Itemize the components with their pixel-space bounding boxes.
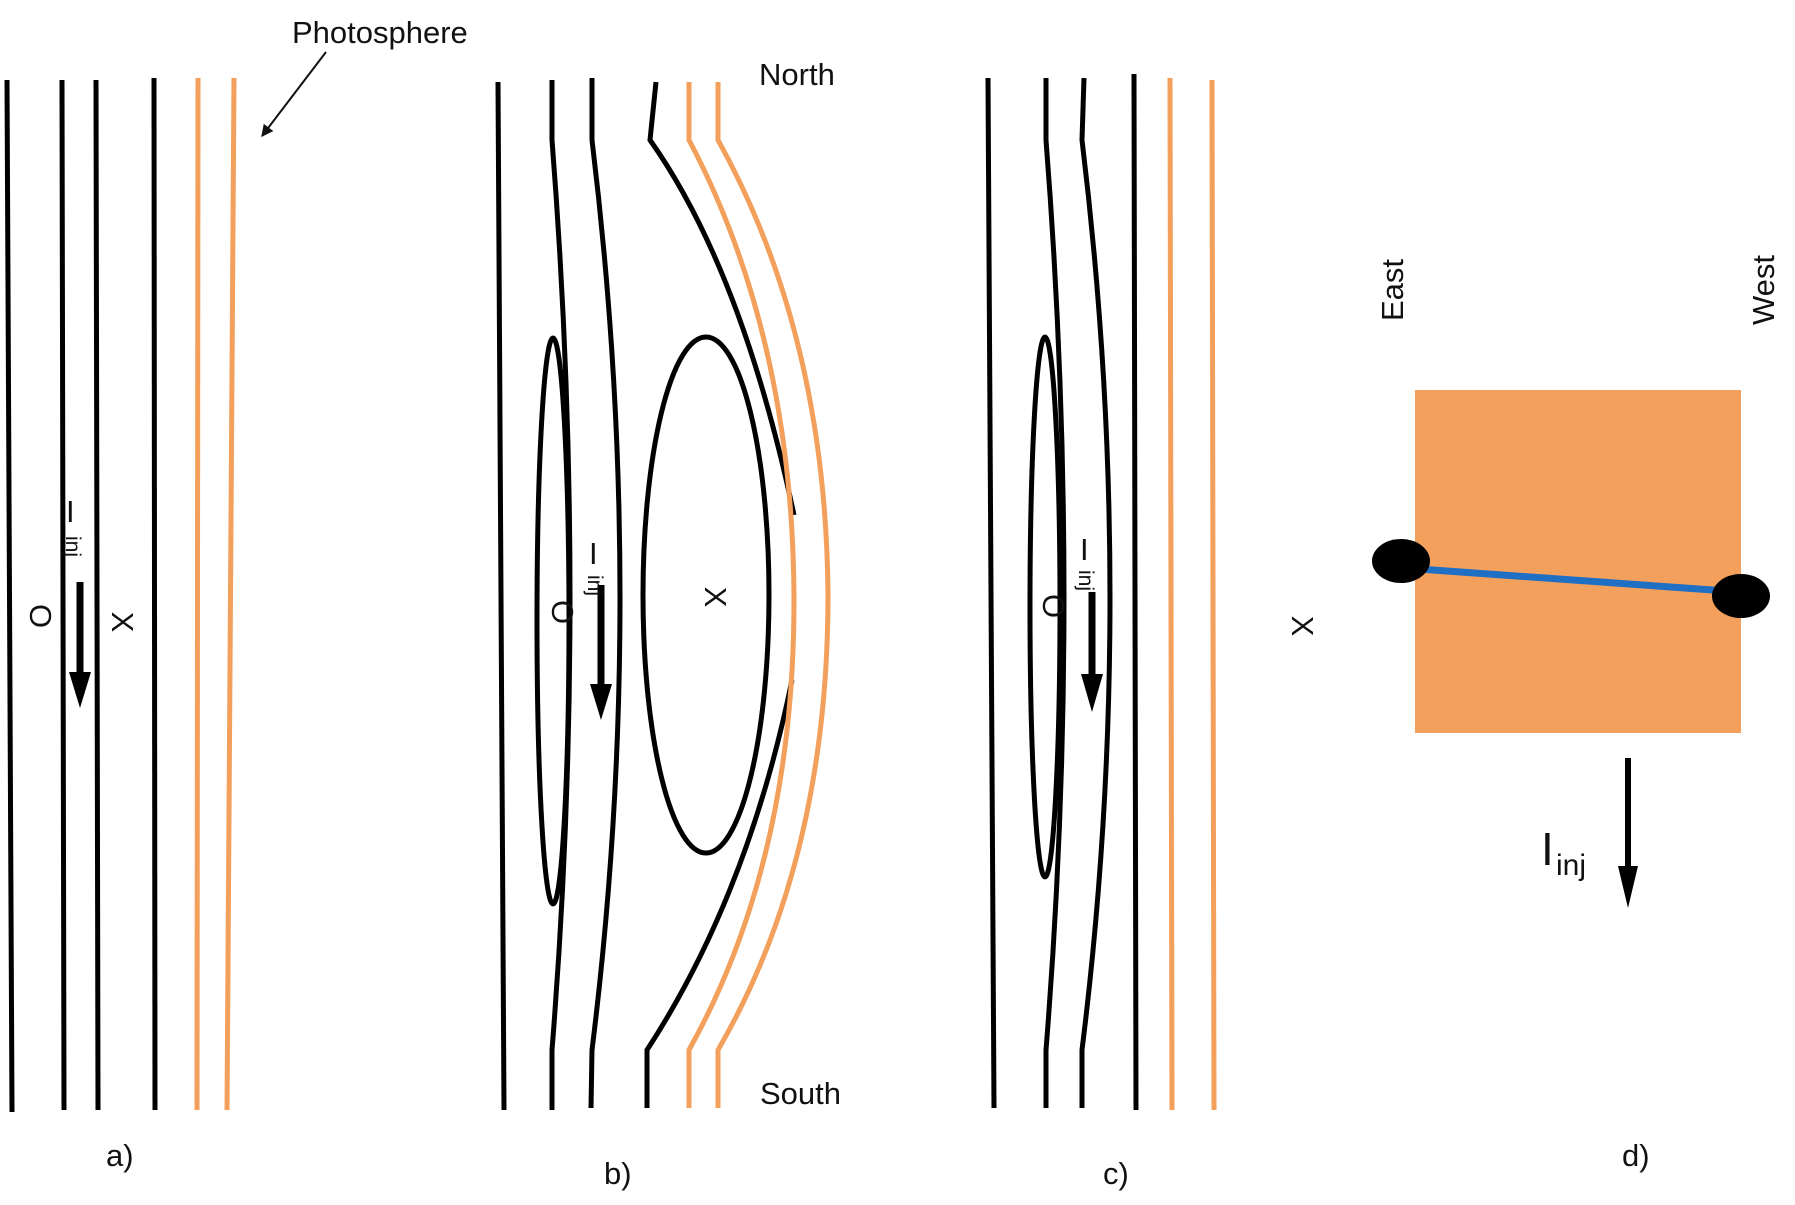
panel-caption-c: c): [1103, 1156, 1129, 1191]
x-point-label: X: [1285, 616, 1320, 637]
x-point-label: X: [105, 612, 140, 633]
south-label: South: [760, 1076, 841, 1111]
o-point-label: O: [23, 604, 58, 628]
current-arrow-head: [69, 672, 91, 708]
panel-caption-a: a): [106, 1138, 134, 1173]
west-label: West: [1746, 255, 1781, 325]
flux-rope-loop-small: [534, 335, 572, 907]
o-point-label: O: [1036, 594, 1071, 618]
field-line: [59, 79, 67, 1111]
field-line: [985, 77, 997, 1109]
field-line: [644, 679, 795, 1108]
field-line: [4, 79, 15, 1113]
photosphere-patch: [1415, 390, 1741, 733]
current-label-main: I: [1541, 823, 1554, 875]
flux-rope-loop-small: [1027, 334, 1063, 880]
east-label: East: [1375, 259, 1410, 321]
field-line: [1043, 78, 1067, 1108]
current-label-sub: inj: [583, 575, 606, 596]
panel-b: I inj O X North South b): [495, 57, 841, 1191]
current-arrow-head: [1081, 674, 1103, 712]
current-label-sub: inj: [61, 536, 84, 557]
photosphere-line: [224, 77, 237, 1111]
field-line: [588, 78, 623, 1109]
north-label: North: [759, 57, 835, 92]
field-line: [1079, 77, 1113, 1108]
flux-rope-loop-large: [640, 334, 772, 856]
current-wire: [1404, 564, 1742, 596]
field-line: [647, 81, 797, 516]
field-line: [93, 79, 101, 1111]
current-label-main: I: [66, 494, 75, 529]
current-arrow-head: [1618, 866, 1638, 908]
x-point-label: X: [698, 587, 733, 608]
sunspot-east: [1372, 539, 1430, 583]
current-label-sub: inj: [1556, 849, 1586, 882]
photosphere-pointer-arrow: [261, 51, 327, 137]
panel-a: Photosphere I inj O X a): [4, 15, 468, 1173]
field-line: [495, 81, 507, 1111]
field-line: [151, 77, 158, 1111]
photosphere-line: [1209, 79, 1217, 1111]
current-label-main: I: [1080, 532, 1089, 567]
current-label-sub: inj: [1074, 570, 1097, 591]
panel-caption-d: d): [1622, 1138, 1650, 1173]
photosphere-line: [715, 82, 831, 1108]
photosphere-line: [686, 82, 797, 1108]
photosphere-label: Photosphere: [292, 15, 468, 50]
panel-c: I inj O X c): [985, 73, 1320, 1191]
panel-d: East West I inj d): [1372, 255, 1781, 1173]
field-line: [1131, 73, 1139, 1111]
sunspot-west: [1712, 574, 1770, 618]
current-label-main: I: [589, 536, 598, 571]
photosphere-line: [194, 77, 201, 1111]
panel-caption-b: b): [604, 1156, 632, 1191]
o-point-label: O: [545, 600, 580, 624]
current-arrow-head: [590, 684, 612, 720]
photosphere-line: [1167, 77, 1175, 1111]
